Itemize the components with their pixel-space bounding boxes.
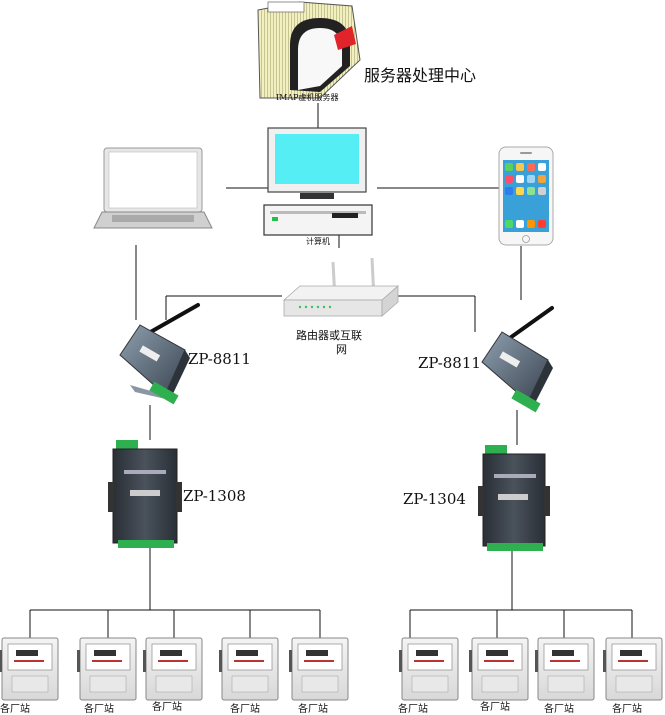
meter-label: 各厂站 — [480, 702, 510, 713]
electricity-meter-icon — [603, 637, 663, 701]
connection-lines — [29, 103, 633, 638]
meter-label: 各厂站 — [398, 704, 428, 715]
meter-label: 各厂站 — [612, 704, 642, 715]
meter-label: 各厂站 — [0, 704, 30, 715]
left-wireless-module — [119, 303, 200, 405]
right-converter-label: ZP-1304 — [403, 490, 466, 508]
meter-label: 各厂站 — [230, 704, 260, 715]
right-converter-module — [478, 445, 550, 551]
left-converter-module — [108, 440, 182, 548]
router-label-line2: 网 — [336, 343, 347, 356]
electricity-meter-icon — [77, 637, 137, 701]
electricity-meter-icon — [289, 637, 349, 701]
meter-label: 各厂站 — [544, 704, 574, 715]
server-sublabel: IMAP虚机服务器 — [276, 93, 339, 102]
left-wireless-label: ZP-8811 — [188, 350, 251, 368]
computer-icon — [263, 127, 373, 236]
phone-icon — [498, 146, 554, 246]
meter-label: 各厂站 — [152, 702, 182, 713]
electricity-meter-icon — [399, 637, 459, 701]
computer-label: 计算机 — [306, 237, 330, 246]
left-converter-label: ZP-1308 — [183, 487, 246, 505]
right-wireless-label: ZP-8811 — [418, 354, 481, 372]
router-icon — [282, 257, 400, 317]
laptop-icon — [93, 147, 213, 229]
electricity-meter-icon — [469, 637, 529, 701]
electricity-meter-icon — [0, 637, 59, 701]
meter-label: 各厂站 — [84, 704, 114, 715]
electricity-meter-icon — [219, 637, 279, 701]
meter-label: 各厂站 — [298, 704, 328, 715]
router-label-line1: 路由器或互联 — [296, 329, 362, 342]
meter-group — [0, 637, 663, 701]
server-icon — [257, 1, 361, 99]
server-label: 服务器处理中心 — [364, 66, 477, 85]
right-wireless-module — [481, 306, 554, 413]
electricity-meter-icon — [535, 637, 595, 701]
electricity-meter-icon — [143, 637, 203, 701]
